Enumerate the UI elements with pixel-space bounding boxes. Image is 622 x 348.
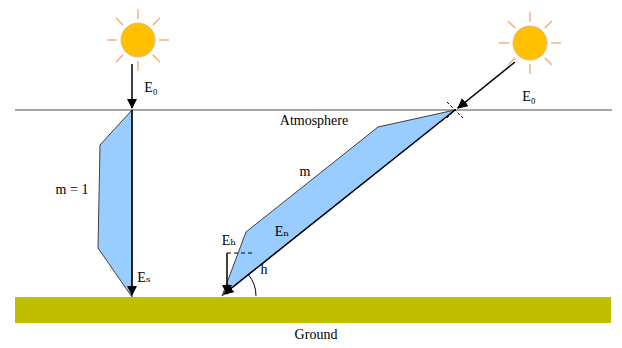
irradiance-label: E₀: [522, 89, 535, 104]
angle-arc: [249, 275, 256, 296]
sun-ray: [529, 12, 531, 22]
sun-ray: [153, 55, 160, 62]
sun-ray: [116, 55, 123, 62]
irradiance-arrow: [131, 110, 133, 295]
sun-ray: [529, 64, 531, 74]
irradiance-label: Eₛ: [137, 270, 150, 285]
dashed-guide: [227, 253, 252, 254]
sun-disc: [513, 26, 547, 60]
entry-mark: [447, 102, 463, 118]
sun-ray: [499, 42, 509, 44]
air-mass-label: m: [300, 164, 311, 179]
irradiance-arrow: [131, 64, 133, 108]
sun-ray: [137, 61, 139, 71]
component-arrow: [226, 253, 228, 294]
sun-ray: [137, 9, 139, 19]
irradiance-label: Eₙ: [275, 224, 290, 239]
sun-ray: [107, 39, 117, 41]
air-mass-shape: [98, 110, 132, 297]
sun-ray: [545, 58, 552, 65]
irradiance-label: Eₕ: [222, 233, 237, 248]
ground-band: [15, 297, 611, 323]
sun-ray: [551, 42, 561, 44]
irradiance-label: E₀: [144, 80, 157, 95]
irradiance-arrow: [224, 110, 455, 294]
air-mass-label: m = 1: [56, 182, 89, 197]
air-mass-shape: [222, 110, 455, 296]
sun-disc: [121, 23, 155, 57]
sun-ray: [508, 21, 515, 28]
sun-ray: [153, 18, 160, 25]
sun-icon: [499, 12, 561, 74]
sun-ray: [159, 39, 169, 41]
layer-label: Atmosphere: [280, 113, 348, 128]
sun-ray: [508, 58, 515, 65]
entry-mark: [447, 102, 463, 118]
sun-ray: [116, 18, 123, 25]
atmosphere-line: [15, 109, 612, 111]
sun-ray: [545, 21, 552, 28]
angle-label: h: [261, 262, 268, 277]
irradiance-arrow: [458, 62, 515, 108]
sun-icon: [107, 9, 169, 71]
layer-label: Ground: [295, 327, 338, 342]
